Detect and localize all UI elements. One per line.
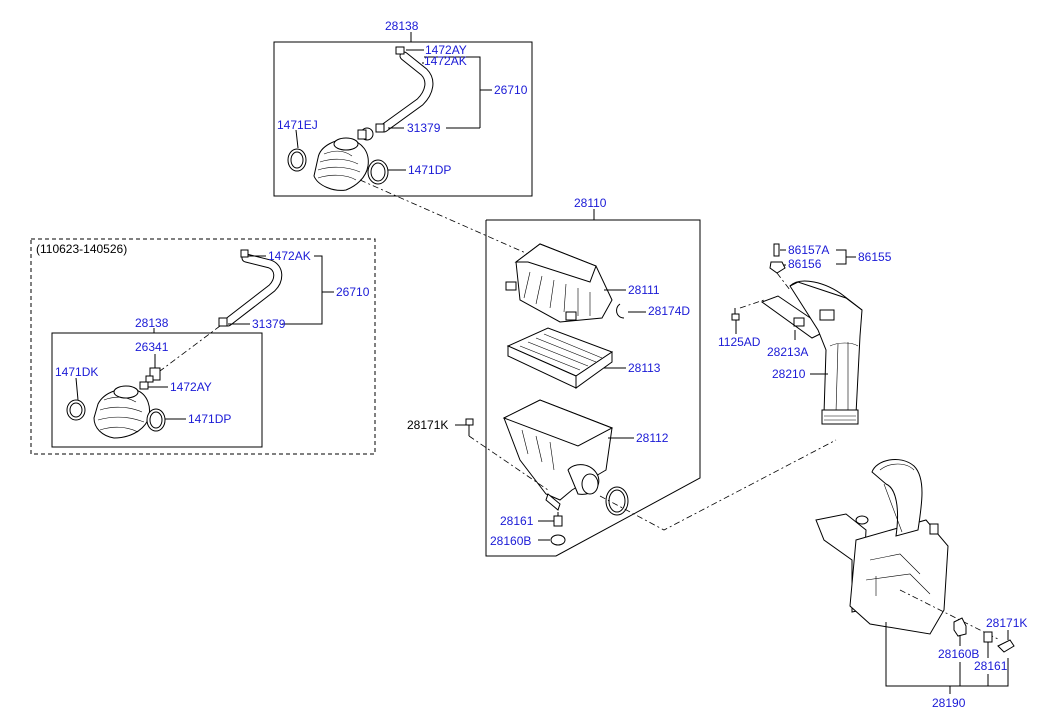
label-28174d[interactable]: 28174D: [648, 304, 690, 318]
label-86156[interactable]: 86156: [788, 257, 822, 271]
label-28171k-right[interactable]: 28171K: [986, 616, 1027, 630]
variant-box: (110623-140526) 1472AK 26710 31379 28138…: [30, 238, 376, 455]
label-28160b-left[interactable]: 28160B: [490, 534, 531, 548]
label-1472ak-mid[interactable]: 1472AK: [268, 249, 311, 263]
resonator-28190-part: [815, 458, 949, 635]
label-26341[interactable]: 26341: [135, 340, 169, 354]
grommet-28160b-right-part: [953, 617, 967, 637]
label-1125ad[interactable]: 1125AD: [718, 335, 761, 349]
seal-ring-part: [605, 486, 629, 516]
label-86157a[interactable]: 86157A: [788, 243, 829, 257]
insulator-28161-left-part: [553, 515, 563, 527]
label-28161-right[interactable]: 28161: [974, 659, 1008, 673]
label-1472ay-top[interactable]: 1472AY: [425, 43, 467, 57]
label-31379-mid[interactable]: 31379: [252, 317, 286, 331]
label-31379-top[interactable]: 31379: [407, 121, 441, 135]
duct-group: 86157A 86156 86155 1125AD 28213A 28210: [718, 243, 892, 425]
body-28112-part: [502, 399, 614, 511]
label-1471dk[interactable]: 1471DK: [55, 365, 98, 379]
label-28213a[interactable]: 28213A: [767, 345, 808, 359]
cover-28111-part: [505, 243, 613, 323]
bolt-86157a-part: [773, 243, 780, 257]
label-28111[interactable]: 28111: [628, 283, 660, 297]
variant-caption: (110623-140526): [36, 242, 127, 256]
label-28138-top[interactable]: 28138: [385, 19, 419, 33]
clamp-1472ay-top-part: [395, 46, 405, 55]
label-28171k-left[interactable]: 28171K: [407, 418, 448, 432]
bolt-28171k-left-part: [465, 418, 474, 426]
label-26710-mid[interactable]: 26710: [336, 285, 370, 299]
label-28112[interactable]: 28112: [636, 431, 669, 445]
grommet-28160b-left-part: [550, 534, 566, 546]
label-28210[interactable]: 28210: [772, 367, 806, 381]
label-26710-top[interactable]: 26710: [494, 83, 528, 97]
label-1472ak-top[interactable]: 1472AK: [424, 54, 467, 68]
label-28190[interactable]: 28190: [932, 696, 966, 710]
duct-28210-part: [789, 280, 863, 425]
label-1471dp-top[interactable]: 1471DP: [408, 163, 451, 177]
bolt-1125ad-part: [731, 313, 740, 321]
air-cleaner-assy: 28110 28111 28174D: [485, 196, 701, 557]
top-group-box: 28138 1472AY 1472AK 26710 31379 1471EJ: [273, 19, 533, 197]
sensor-26341-part: [149, 367, 161, 381]
clamp-1472ay-mid-part: [139, 381, 149, 390]
label-86155[interactable]: 86155: [858, 250, 892, 264]
label-28113[interactable]: 28113: [628, 361, 661, 375]
intake-hose-mid: [93, 385, 150, 439]
label-28161-left[interactable]: 28161: [500, 514, 534, 528]
label-1471dp-mid[interactable]: 1471DP: [188, 412, 231, 426]
intake-hose-top: [313, 137, 369, 191]
label-1471ej[interactable]: 1471EJ: [277, 118, 318, 132]
element-28113-part: [506, 327, 614, 389]
label-28138-inner[interactable]: 28138: [135, 316, 169, 330]
breather-hose-top: [357, 46, 434, 141]
insulator-28161-right-part: [983, 631, 993, 643]
nut-86156-part: [769, 261, 786, 274]
label-28160b-right[interactable]: 28160B: [938, 647, 979, 661]
bolt-28171k-right-part: [997, 639, 1015, 653]
label-1472ay-mid[interactable]: 1472AY: [170, 380, 212, 394]
clip-28174d-part: [616, 303, 625, 319]
label-28110[interactable]: 28110: [574, 196, 607, 210]
